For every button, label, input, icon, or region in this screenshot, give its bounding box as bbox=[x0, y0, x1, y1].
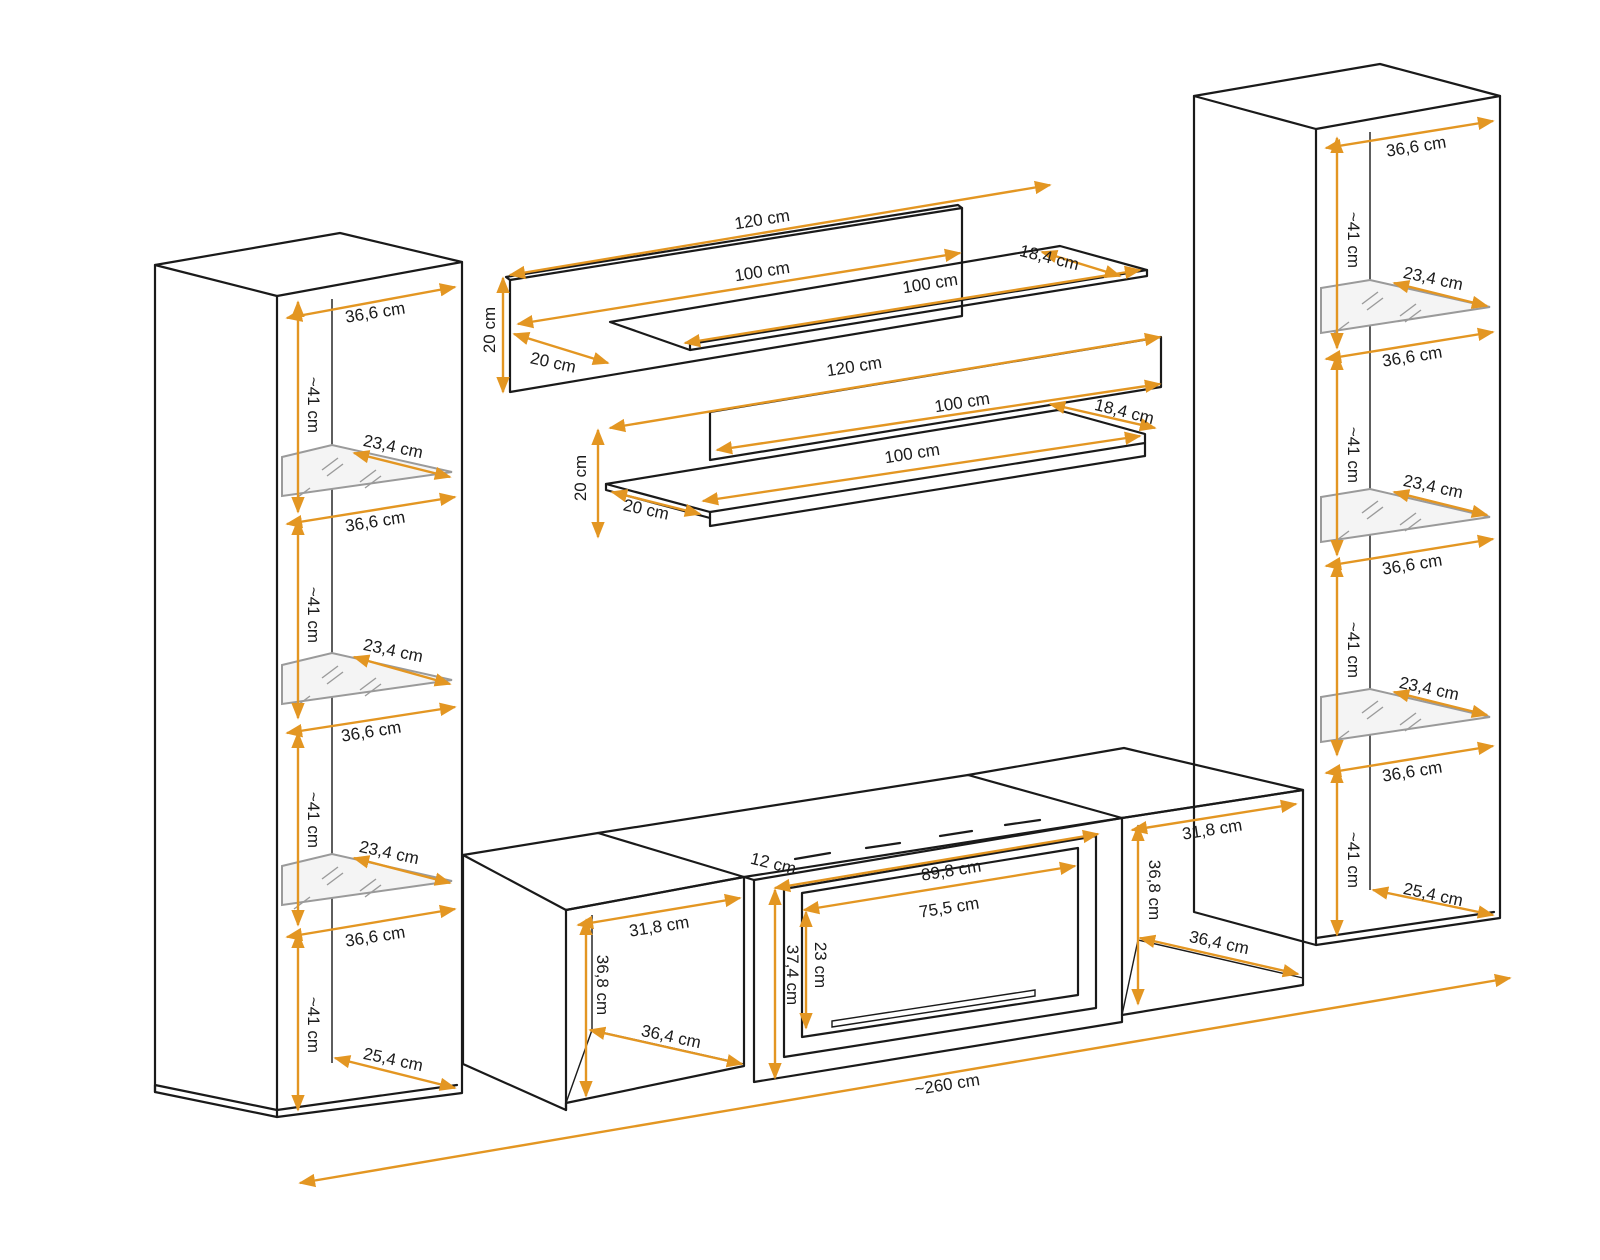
right-height-1-label: ~41 cm bbox=[1344, 212, 1363, 268]
total-length-dimension: ~260 cm bbox=[298, 973, 1512, 1188]
right-bottom-depth-label: 25,4 cm bbox=[1402, 879, 1465, 910]
lower-shelf-board-label: 100 cm bbox=[883, 440, 941, 467]
left-bottom-depth-label: 25,4 cm bbox=[362, 1044, 425, 1075]
upper-shelf-panel-depth-label: 20 cm bbox=[529, 349, 578, 377]
right-height-4-label: ~41 cm bbox=[1344, 832, 1363, 888]
left-height-1-label: ~41 cm bbox=[304, 377, 323, 433]
right-box-height-label: 36,8 cm bbox=[1145, 860, 1164, 920]
lower-shelf-height-label: 20 cm bbox=[571, 455, 590, 501]
upper-shelf-board-label: 100 cm bbox=[901, 270, 959, 297]
upper-shelf-height-label: 20 cm bbox=[480, 307, 499, 353]
fireplace-inner-width-label: 75,5 cm bbox=[918, 893, 981, 921]
left-height-2-label: ~41 cm bbox=[304, 587, 323, 643]
right-glass-shelf-3 bbox=[1320, 687, 1491, 744]
right-height-2-label: ~41 cm bbox=[1344, 427, 1363, 483]
upper-shelf-depth-label: 18,4 cm bbox=[1018, 241, 1081, 274]
upper-wall-shelf: 120 cm 100 cm 100 cm 18,4 cm 20 cm 20 cm bbox=[480, 180, 1149, 394]
lower-shelf-length-label: 120 cm bbox=[825, 353, 883, 380]
lower-shelf-inner-label: 100 cm bbox=[933, 389, 991, 416]
right-height-3-label: ~41 cm bbox=[1344, 622, 1363, 678]
left-height-4-label: ~41 cm bbox=[304, 997, 323, 1053]
fireplace-inner-height-label: 23 cm bbox=[811, 942, 830, 988]
fireplace-height-label: 37,4 cm bbox=[783, 945, 802, 1005]
left-box-width-label: 31,8 cm bbox=[628, 912, 691, 940]
right-glass-shelf-1 bbox=[1320, 278, 1491, 335]
left-height-3-label: ~41 cm bbox=[304, 792, 323, 848]
total-length-label: ~260 cm bbox=[913, 1070, 981, 1099]
left-tall-cabinet: 36,6 cm ~41 cm 23,4 cm 36,6 cm ~41 cm 23… bbox=[153, 231, 464, 1119]
right-glass-shelf-2 bbox=[1320, 487, 1491, 544]
low-tv-unit: 31,8 cm 36,8 cm 36,4 cm 12 cm 89,8 cm 75… bbox=[461, 746, 1305, 1112]
left-width-3-label: 36,6 cm bbox=[340, 717, 403, 745]
right-width-2-label: 36,6 cm bbox=[1381, 342, 1444, 370]
left-top-width-label: 36,6 cm bbox=[344, 298, 407, 326]
left-box-height-label: 36,8 cm bbox=[593, 955, 612, 1015]
left-width-2-label: 36,6 cm bbox=[344, 507, 407, 535]
fireplace-width-label: 89,8 cm bbox=[920, 856, 983, 884]
right-glass-2-label: 23,4 cm bbox=[1402, 471, 1465, 502]
